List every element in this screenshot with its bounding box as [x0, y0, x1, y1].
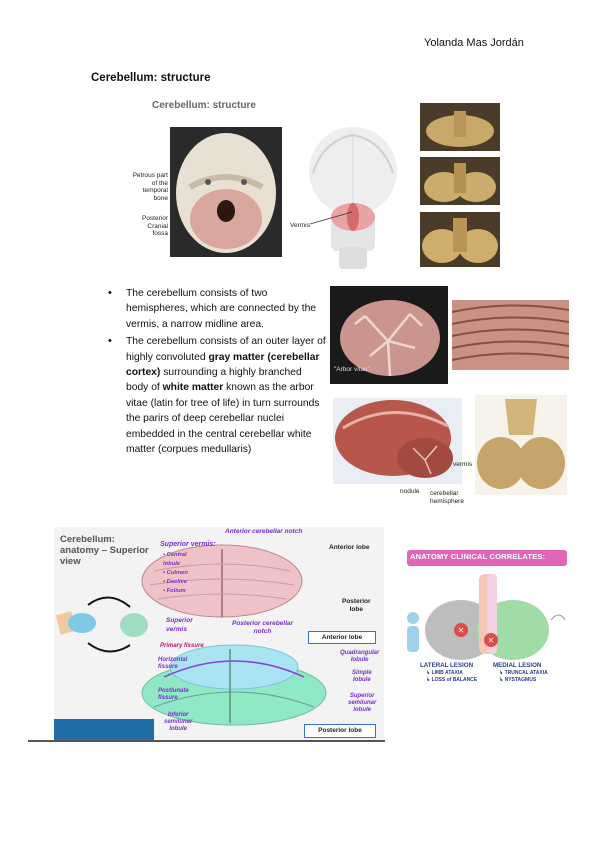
label-anterior-lobe: Anterior lobe	[329, 544, 370, 551]
label-arbor: "Arbor vitae"	[334, 366, 371, 373]
author-name: Yolanda Mas Jordán	[424, 37, 524, 49]
clinical-correlates-figure: ✕ ✕	[401, 540, 573, 690]
label-superior-vermis: Superior vermis:	[160, 541, 216, 548]
cerebellum-specimen-2	[420, 157, 500, 205]
page-title: Cerebellum: structure	[91, 72, 211, 84]
label-anterior-notch: Anterior cerebellar notch	[225, 528, 303, 535]
figure-bottom-rule	[28, 740, 385, 742]
skull-base-image	[170, 127, 282, 257]
cerebellum-specimen-1	[420, 103, 500, 151]
label-nodule: nodule	[400, 488, 420, 495]
lateral-items: ↳ LIMB ATAXIA↳ LOSS of BALANCE	[426, 670, 478, 683]
arbor-vitae-image	[330, 286, 448, 384]
bullet-item-2: The cerebellum consists of an outer laye…	[108, 334, 326, 457]
box-anterior-lobe: Anterior lobe	[308, 631, 376, 644]
label-vermis-mid: vermis	[453, 461, 473, 468]
medial-items: ↳ TRUNCAL ATAXIA↳ NYSTAGMUS	[499, 670, 548, 683]
cortex-folia-image	[452, 300, 569, 370]
label-primary-fissure: Primary fissure	[160, 643, 204, 649]
bullet-list: The cerebellum consists of two hemispher…	[108, 286, 326, 459]
skull-brain-image	[309, 127, 397, 269]
vermis-pointer	[310, 211, 353, 225]
label-medial-lesion: MEDIAL LESION	[493, 662, 542, 669]
label-vermis: Vermis	[290, 222, 310, 229]
box-posterior-lobe: Posterior lobe	[304, 724, 376, 738]
svg-text:✕: ✕	[458, 626, 465, 635]
sagittal-section-image	[333, 398, 462, 484]
label-lateral-lesion: LATERAL LESION	[420, 662, 474, 669]
figure-title: Cerebellum: structure	[152, 100, 256, 111]
cerebellum-inferior-image	[475, 395, 567, 495]
cerebellum-specimen-3	[420, 212, 500, 267]
bullet-item-1: The cerebellum consists of two hemispher…	[108, 286, 326, 332]
svg-text:✕: ✕	[488, 636, 495, 645]
clinical-title: ANATOMY CLINICAL CORRELATES:	[410, 552, 546, 561]
